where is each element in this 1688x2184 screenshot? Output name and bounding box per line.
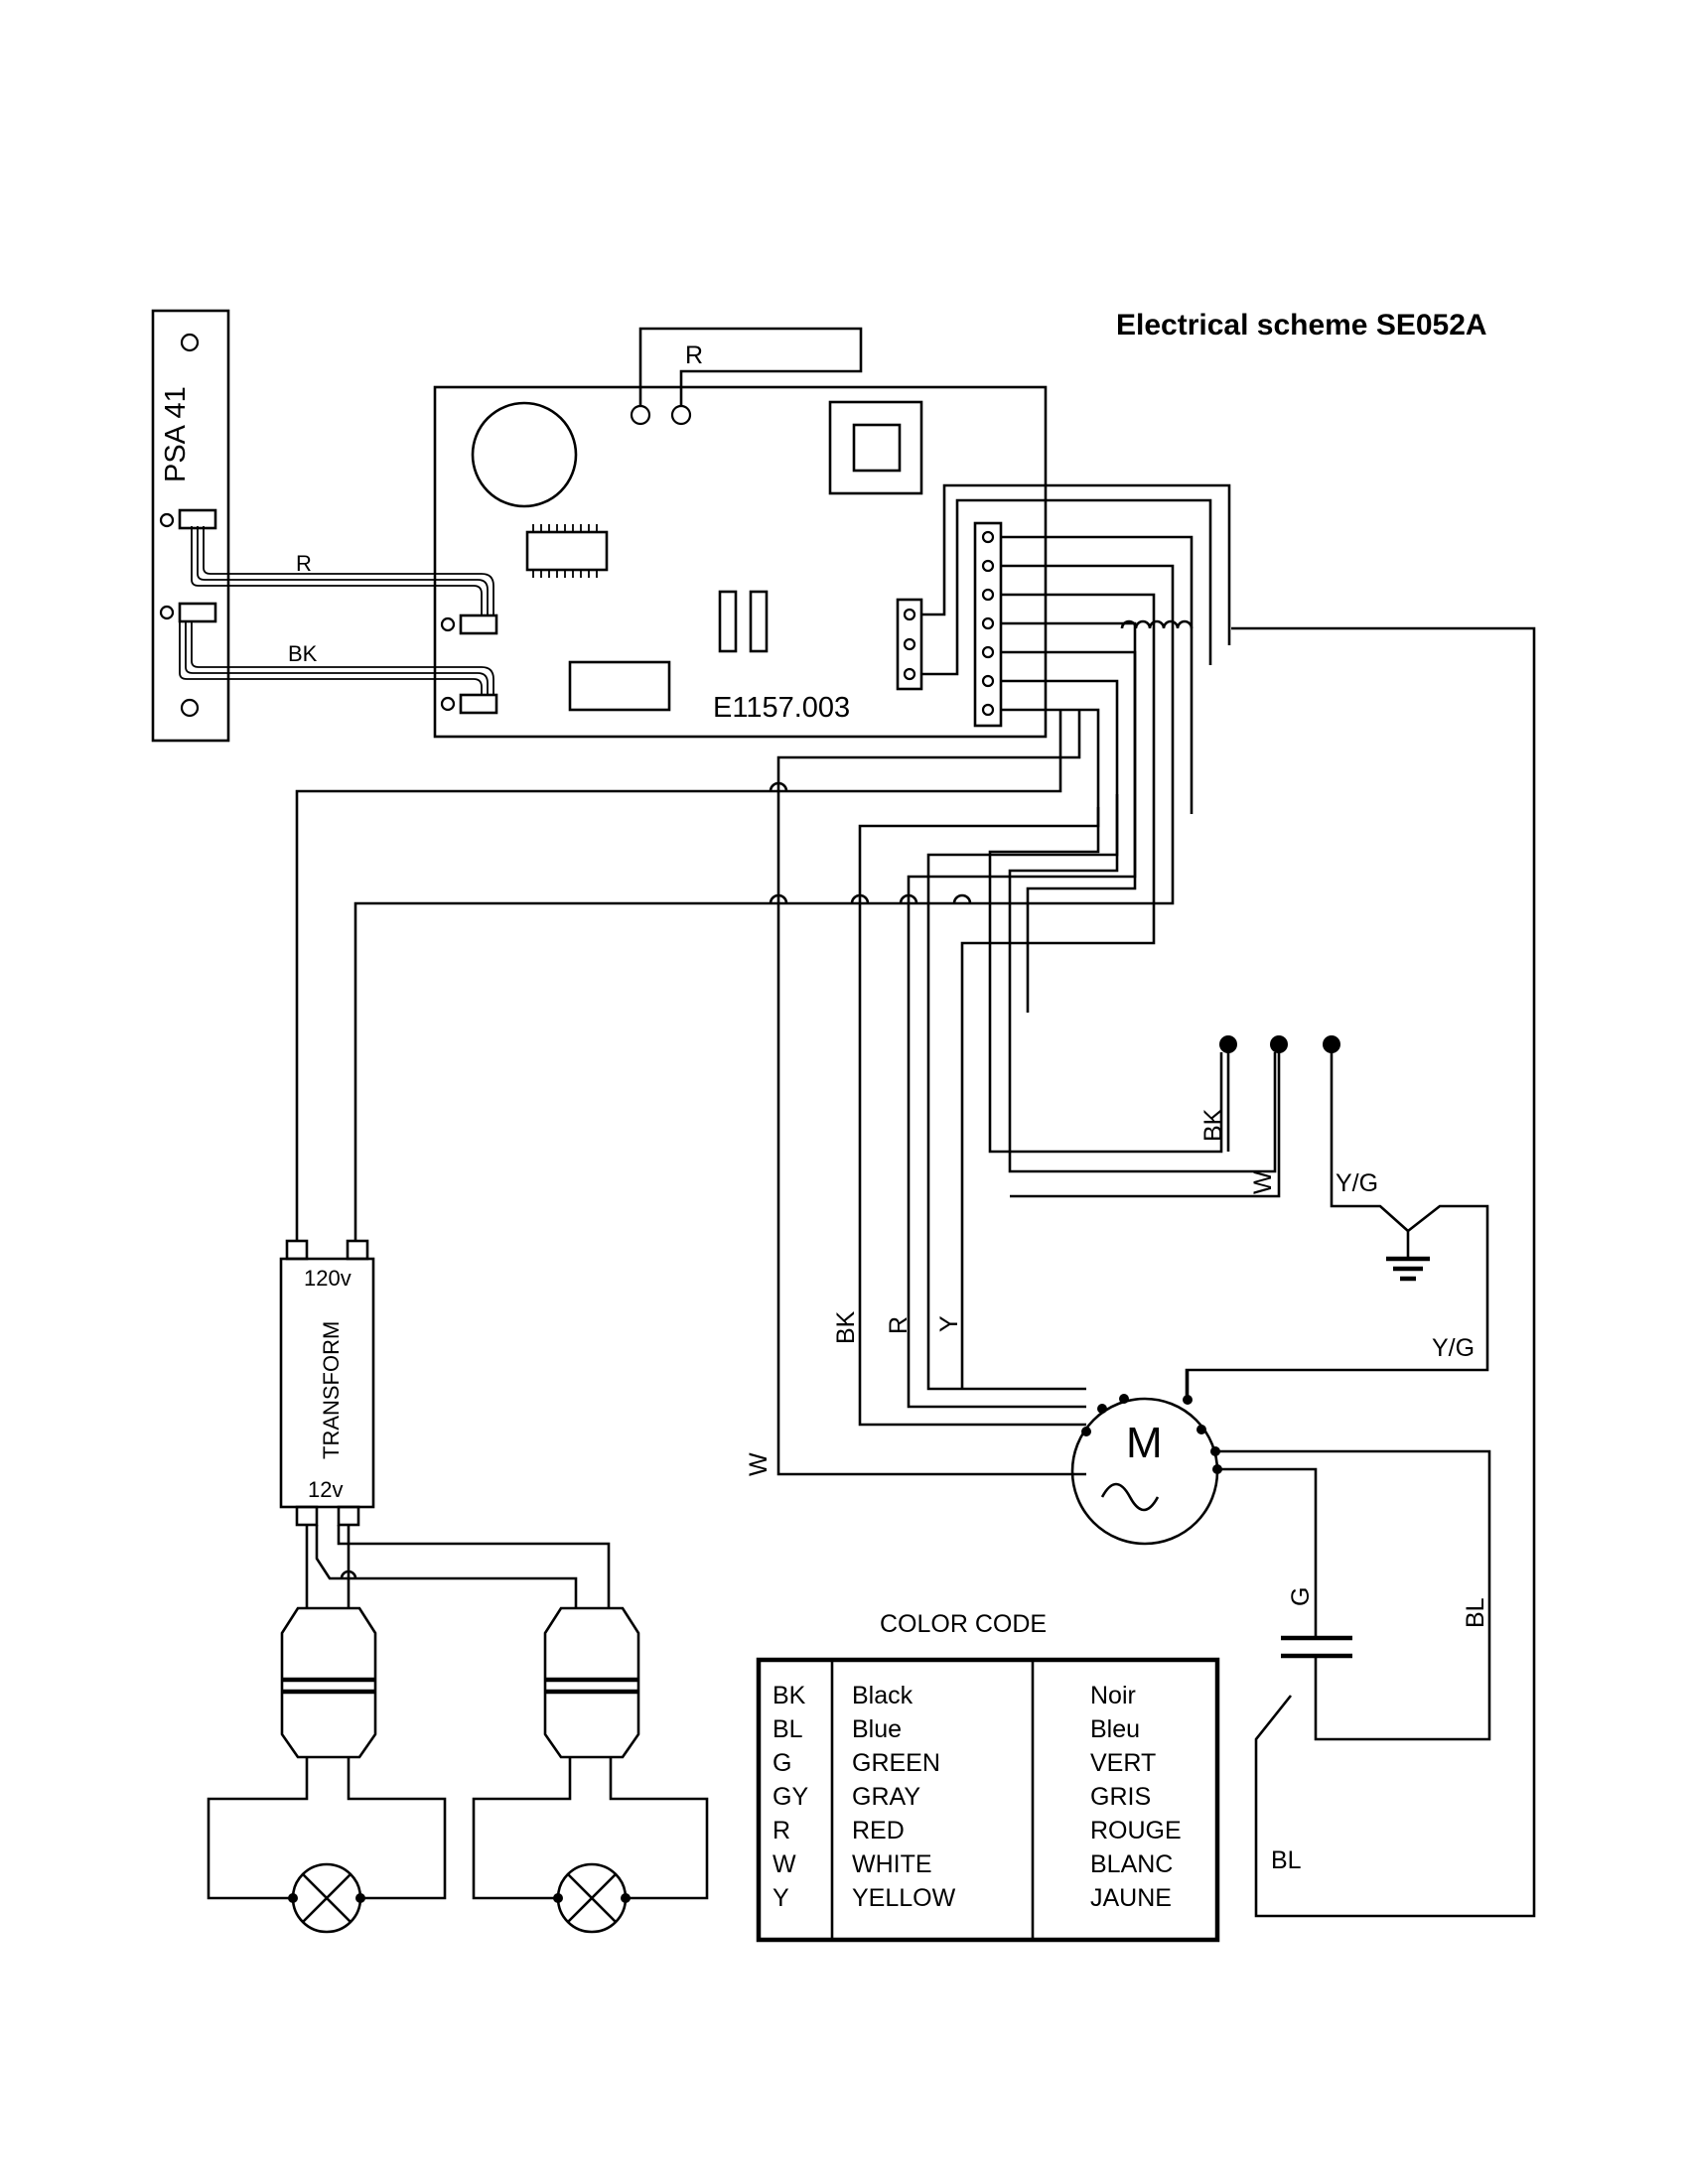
color-code-french: ROUGE [1090, 1817, 1182, 1844]
diagram-title: Electrical scheme SE052A [1116, 309, 1487, 341]
capacitor-block [568, 660, 671, 712]
wire-label-motor-bl-right: BL [1462, 1597, 1489, 1628]
wire-label-capacitor-g: G [1287, 1587, 1315, 1606]
color-code-code: Y [773, 1884, 789, 1912]
motor: M [1070, 1370, 1491, 1741]
wire-label-motor-bk: BK [832, 1310, 860, 1344]
color-code-french: JAUNE [1090, 1884, 1172, 1912]
color-code-table [756, 1657, 1220, 1943]
main-board-label: E1157.003 [713, 692, 850, 724]
transformer-module-outer [828, 400, 923, 495]
wire-label-capacitor-bl: BL [1271, 1846, 1302, 1874]
color-code-english: RED [852, 1817, 905, 1844]
transformer-label: TRANSFORM [319, 1321, 344, 1459]
buzzer [471, 401, 578, 508]
control-panel-label: PSA 41 [160, 386, 192, 482]
color-code-english: GRAY [852, 1783, 920, 1811]
color-code-code: R [773, 1817, 790, 1844]
power-terminals [1010, 1035, 1489, 1400]
relay-left [718, 590, 738, 653]
wire-label-power-bk: BK [1199, 1108, 1227, 1142]
wire-label-board-top-r: R [685, 341, 703, 369]
color-code-heading: COLOR CODE [880, 1610, 1047, 1638]
ballast-right [472, 1606, 709, 1900]
lamp-left [288, 1862, 365, 1934]
wire-label-motor-y: Y [935, 1315, 963, 1332]
ballast-left [207, 1606, 447, 1900]
color-code-english: Black [852, 1682, 914, 1709]
color-code-french: BLANC [1090, 1850, 1173, 1878]
transformer: 120v 12v TRANSFORM [279, 1239, 375, 1527]
wire-label-motor-w: W [745, 1452, 773, 1476]
color-code-code: W [773, 1850, 796, 1878]
color-code-french: Bleu [1090, 1715, 1140, 1743]
transformer-module-inner [852, 423, 902, 473]
chip [525, 530, 609, 572]
control-panel-psa41: PSA 41 [151, 309, 230, 743]
relay-right [749, 590, 769, 653]
wire-label-motor-yg: Y/G [1432, 1334, 1475, 1362]
color-code-code: G [773, 1749, 791, 1777]
motor-label: M [1126, 1419, 1163, 1467]
color-code-french: GRIS [1090, 1783, 1151, 1811]
wire-label-power-w: W [1249, 1170, 1277, 1194]
color-code-french: Noir [1090, 1682, 1136, 1709]
color-code-french: VERT [1090, 1749, 1156, 1777]
wire-label-motor-r: R [885, 1316, 913, 1334]
capacitor [1281, 1628, 1352, 1696]
color-code-english: WHITE [852, 1850, 932, 1878]
wire-label-ribbon-r: R [296, 551, 312, 576]
transformer-primary-label: 120v [304, 1266, 352, 1291]
color-code-code: BK [773, 1682, 806, 1709]
color-code-code: GY [773, 1783, 808, 1811]
lamp-right [553, 1862, 631, 1934]
color-code-english: GREEN [852, 1749, 940, 1777]
main-board: E1157.003 [433, 385, 1048, 739]
color-code-code: BL [773, 1715, 803, 1743]
wire-label-ground-yg: Y/G [1336, 1169, 1378, 1197]
transformer-secondary-label: 12v [308, 1477, 343, 1502]
color-code-english: Blue [852, 1715, 902, 1743]
color-code-english: YELLOW [852, 1884, 956, 1912]
wire-label-ribbon-bk: BK [288, 641, 318, 666]
